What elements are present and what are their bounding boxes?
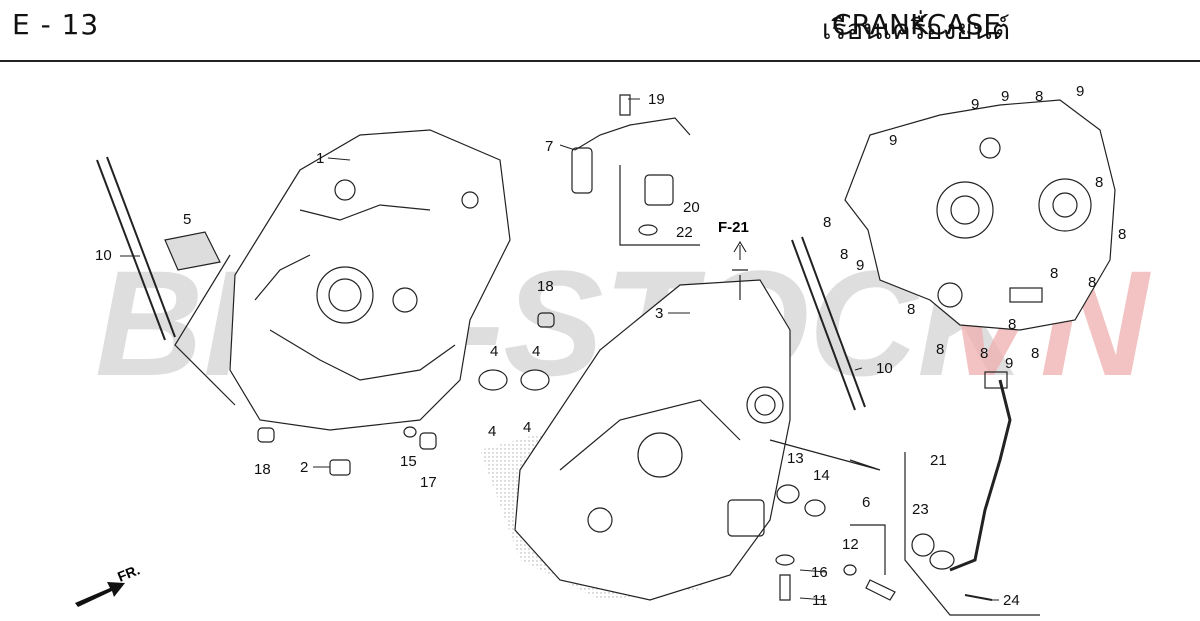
speed-sensor-7 — [571, 147, 593, 194]
bearing-right — [520, 369, 550, 391]
reference-f21: F-21 — [718, 219, 749, 236]
callout-8d: 8 — [823, 214, 831, 231]
callout-4c: 4 — [488, 423, 496, 440]
sensor-21-base — [929, 550, 955, 570]
callout-8b: 8 — [1095, 174, 1103, 191]
connector-21 — [984, 371, 1008, 389]
side-cover-outline — [844, 99, 1116, 331]
callout-23: 23 — [912, 501, 929, 518]
callout-22: 22 — [676, 224, 693, 241]
front-label: FR. — [115, 561, 142, 584]
callout-14: 14 — [813, 467, 830, 484]
callout-9a: 9 — [889, 132, 897, 149]
callout-6: 6 — [862, 494, 870, 511]
callout-11: 11 — [812, 592, 828, 609]
sensor-20 — [644, 174, 674, 206]
callout-21: 21 — [930, 452, 947, 469]
callout-15: 15 — [400, 453, 417, 470]
left-crankcase-bearing-bore — [316, 266, 374, 324]
bearing-left — [478, 369, 508, 391]
callout-8h: 8 — [936, 341, 944, 358]
callout-8e: 8 — [840, 246, 848, 263]
side-cover-bore-left — [936, 181, 994, 239]
diagram-title-english: CRANKCASE — [832, 8, 1001, 41]
bolt-11 — [779, 574, 791, 601]
neutral-switch-6 — [865, 579, 896, 601]
callout-18a: 18 — [537, 278, 554, 295]
callout-24: 24 — [1003, 592, 1020, 609]
callout-17: 17 — [420, 474, 437, 491]
sensor-cable-7 — [574, 117, 691, 151]
callout-8j: 8 — [1031, 345, 1039, 362]
callout-3: 3 — [655, 305, 663, 322]
side-cover-bore-right — [1038, 178, 1092, 232]
bracket-21-24 — [904, 452, 1040, 616]
dowel-pin-lower — [257, 427, 275, 443]
oil-seal-14 — [804, 499, 826, 517]
bracket-20-22 — [619, 165, 700, 246]
callout-8k: 8 — [1050, 265, 1058, 282]
callout-9c: 9 — [1001, 88, 1009, 105]
front-direction-arrow: FR. — [75, 561, 142, 607]
callout-1: 1 — [316, 150, 324, 167]
callout-8i: 8 — [980, 345, 988, 362]
leader-10-left — [174, 254, 236, 406]
callout-13: 13 — [787, 450, 804, 467]
stud-bolt-right — [791, 236, 866, 411]
callout-20: 20 — [683, 199, 700, 216]
bracket-6-12 — [850, 524, 886, 575]
o-ring-15 — [403, 426, 417, 438]
callout-16: 16 — [811, 564, 828, 581]
callout-leaders — [120, 98, 999, 601]
collar-17 — [419, 432, 437, 450]
bolt-19 — [619, 94, 631, 116]
callout-7: 7 — [545, 138, 553, 155]
callout-10a: 10 — [95, 247, 112, 264]
callout-18b: 18 — [254, 461, 271, 478]
callout-4a: 4 — [490, 343, 498, 360]
leader-10-right — [769, 439, 881, 471]
wire-harness-21 — [949, 379, 1012, 572]
callout-9e: 9 — [856, 257, 864, 274]
callout-4d: 4 — [523, 419, 531, 436]
o-ring-23 — [911, 533, 935, 557]
callout-9d: 9 — [1076, 83, 1084, 100]
callout-19: 19 — [648, 91, 665, 108]
page-header: E - 13 เรือนเครื่องยนต์ CRANKCASE — [0, 0, 1200, 62]
right-crankcase-outline — [514, 279, 791, 601]
callout-4b: 4 — [532, 343, 540, 360]
callout-10b: 10 — [876, 360, 893, 377]
callout-8a: 8 — [1035, 88, 1043, 105]
callout-9f: 9 — [1005, 355, 1013, 372]
oil-seal-13 — [776, 484, 800, 504]
right-crankcase-bearing-bore — [746, 386, 784, 424]
callout-8l: 8 — [1008, 316, 1016, 333]
bolt-24 — [964, 594, 993, 601]
callout-5: 5 — [183, 211, 191, 228]
callout-2: 2 — [300, 459, 308, 476]
washer-12 — [843, 564, 857, 576]
callout-9b: 9 — [971, 96, 979, 113]
plug-16 — [775, 554, 795, 566]
oil-strainer — [164, 231, 221, 271]
callout-8f: 8 — [907, 301, 915, 318]
o-ring-22 — [638, 224, 658, 236]
drain-plug-2 — [329, 459, 351, 476]
dowel-pin-upper — [537, 312, 555, 328]
diagram-title-thai: เรือนเครื่องยนต์ — [821, 13, 1010, 46]
callout-8c: 8 — [1118, 226, 1126, 243]
diagram-code: E - 13 — [12, 8, 100, 41]
callout-12: 12 — [842, 536, 859, 553]
stud-bolt-left — [96, 156, 176, 341]
callout-8g: 8 — [1088, 274, 1096, 291]
